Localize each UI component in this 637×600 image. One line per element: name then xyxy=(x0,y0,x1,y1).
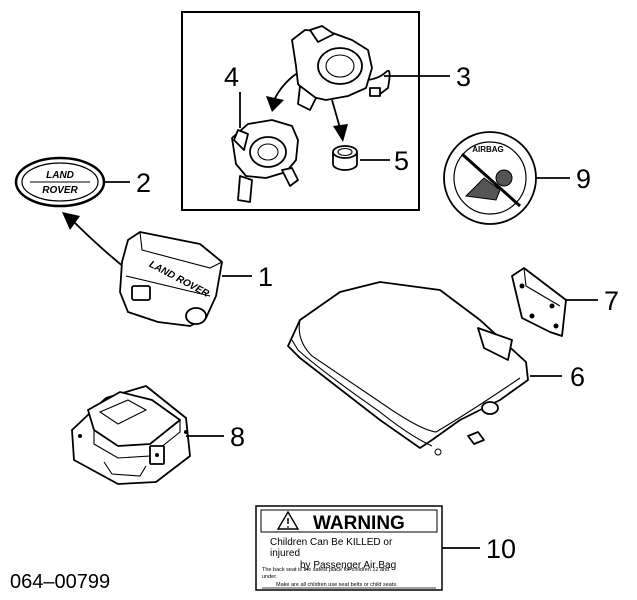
arrow-3-to-4-head xyxy=(266,96,284,112)
diagram-code: 064–00799 xyxy=(10,571,110,593)
warning-line-1: Children Can Be KILLED or xyxy=(270,537,393,548)
warning-title: WARNING xyxy=(313,513,405,534)
callout-2: 2 xyxy=(136,168,151,198)
callout-1: 1 xyxy=(258,262,273,292)
rotary-coupler-group-frame xyxy=(181,11,420,211)
arrow-3-to-4 xyxy=(273,73,297,101)
callout-8: 8 xyxy=(230,422,245,452)
callout-10: 10 xyxy=(486,534,516,564)
rotary-coupler-base-part-4 xyxy=(231,119,299,203)
warning-fine-1: The back seat is the safest place for ch… xyxy=(262,567,389,573)
callout-4: 4 xyxy=(224,62,239,92)
callout-5: 5 xyxy=(394,146,409,176)
arrow-3-to-5-head xyxy=(333,124,348,142)
bracket-part-7 xyxy=(511,267,567,337)
callout-6: 6 xyxy=(570,362,585,392)
badge-text-rover: ROVER xyxy=(42,185,78,196)
ring-part-5 xyxy=(332,145,358,171)
warning-fine-2: under. xyxy=(262,574,278,580)
warning-fine-3: Make are all children use seat belts or … xyxy=(276,582,398,588)
land-rover-badge-part-2 xyxy=(14,156,106,208)
callout-7: 7 xyxy=(604,286,619,316)
callout-3: 3 xyxy=(456,62,471,92)
airbag-cover-part-1 xyxy=(119,231,223,327)
warning-line-3: by Passenger Air Bag xyxy=(300,560,396,571)
badge-text-land: LAND xyxy=(46,170,74,181)
arrow-1-to-2-head xyxy=(62,212,80,230)
airbag-sticker-text: AIRBAG xyxy=(472,145,504,154)
rotary-coupler-part-3 xyxy=(291,25,391,111)
passenger-airbag-part-6 xyxy=(287,281,529,456)
warning-label-part-10 xyxy=(255,505,443,591)
arrow-3-to-5 xyxy=(331,99,341,129)
callout-9: 9 xyxy=(576,164,591,194)
control-module-part-8 xyxy=(71,385,191,485)
warning-line-2: injured xyxy=(270,548,300,559)
